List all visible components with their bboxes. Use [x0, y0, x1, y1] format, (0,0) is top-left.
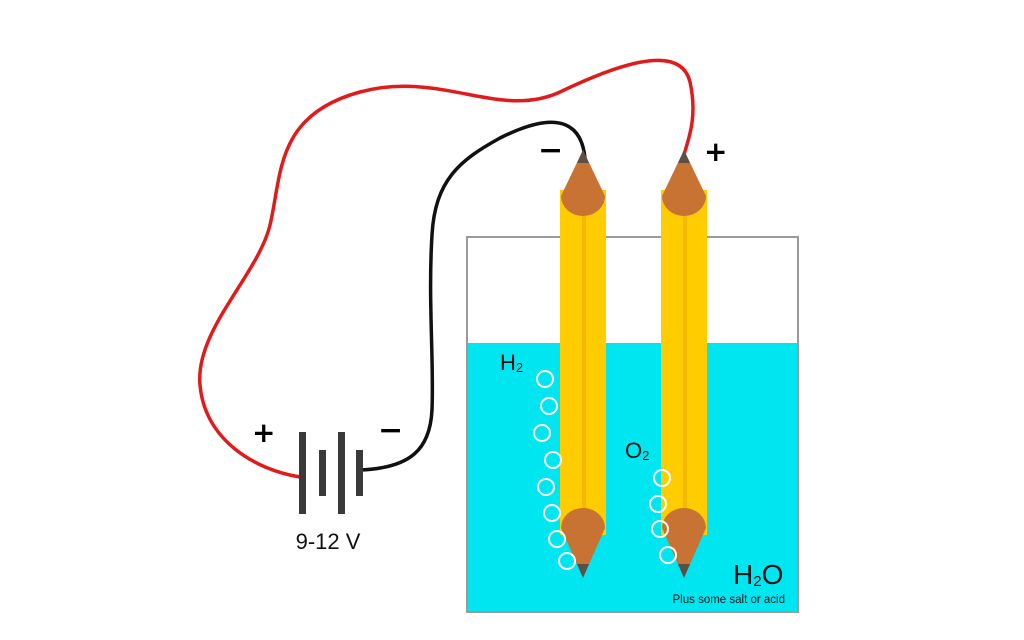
- battery-plus-sign: +: [252, 416, 275, 449]
- bubble: [653, 469, 671, 487]
- right-pencil-bottom-wood: [662, 508, 706, 578]
- bubble: [540, 397, 558, 415]
- battery-cell-short: [319, 450, 326, 496]
- left-pencil-bottom-wood: [561, 508, 605, 578]
- bubble: [548, 530, 566, 548]
- oxygen-label: O2: [625, 438, 649, 463]
- battery-cell-long: [338, 432, 345, 514]
- battery: [299, 432, 363, 514]
- bubble: [536, 370, 554, 388]
- left-pencil-bottom-graphite: [577, 564, 589, 578]
- bubble: [651, 520, 669, 538]
- bubble: [558, 552, 576, 570]
- hydrogen-label: H2: [500, 350, 523, 375]
- left-pencil-top-graphite: [577, 150, 589, 163]
- positive-wire: [198, 58, 695, 479]
- anode-plus-sign: +: [704, 135, 727, 168]
- right-pencil-top-wood: [662, 150, 706, 216]
- right-pencil-stripe: [683, 190, 687, 535]
- oxygen-bubbles: [649, 469, 677, 564]
- right-pencil-bottom-graphite: [678, 564, 690, 578]
- battery-voltage-label: 9-12 V: [296, 529, 361, 554]
- water-note: Plus some salt or acid: [673, 594, 786, 606]
- water-formula-label: H2O: [733, 559, 783, 590]
- bubble: [543, 504, 561, 522]
- negative-wire: [358, 120, 587, 472]
- water: [468, 343, 797, 611]
- left-pencil-top-wood: [561, 150, 605, 216]
- cathode-minus-sign: −: [538, 133, 563, 168]
- bubble: [544, 451, 562, 469]
- right-pencil: [661, 150, 707, 578]
- bubble: [533, 424, 551, 442]
- bubble: [659, 546, 677, 564]
- left-pencil-stripe: [582, 190, 586, 535]
- battery-minus-sign: −: [378, 413, 403, 448]
- battery-cell-long: [299, 432, 306, 514]
- bubble: [649, 495, 667, 513]
- hydrogen-bubbles: [533, 370, 576, 570]
- bubble: [537, 478, 555, 496]
- battery-cell-short: [356, 450, 363, 496]
- left-pencil: [560, 150, 606, 578]
- right-pencil-top-graphite: [678, 150, 690, 163]
